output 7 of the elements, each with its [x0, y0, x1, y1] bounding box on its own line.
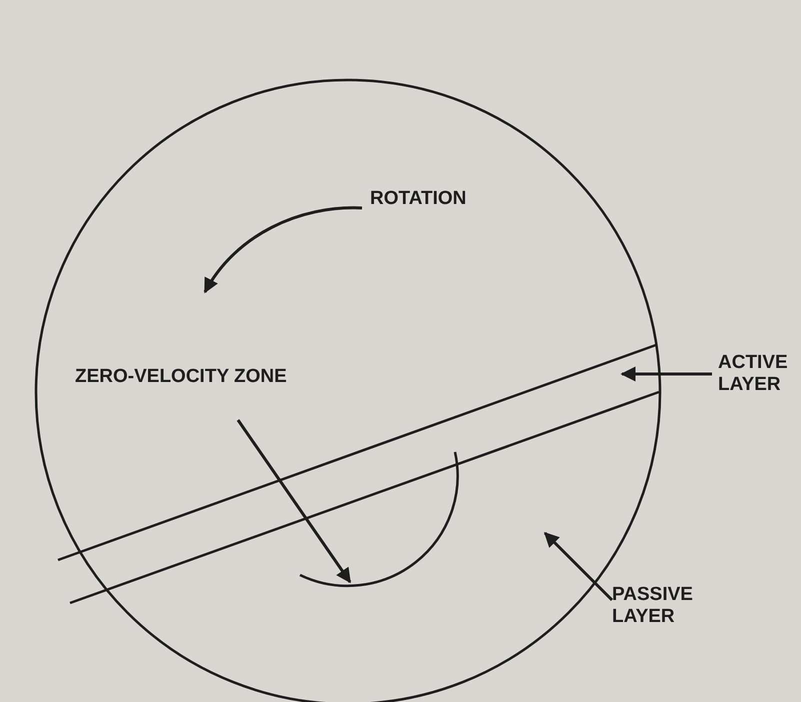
part-label: PASSIVE LAYER: [612, 584, 712, 628]
leader-arrow: [544, 532, 614, 602]
motion-label: ROTATION: [370, 188, 466, 210]
part-label: ACTIVE LAYER: [718, 352, 801, 396]
leader-arrow: [236, 419, 352, 584]
leader-arrow: [620, 366, 712, 382]
part-label: ZERO-VELOCITY ZONE: [75, 366, 295, 388]
